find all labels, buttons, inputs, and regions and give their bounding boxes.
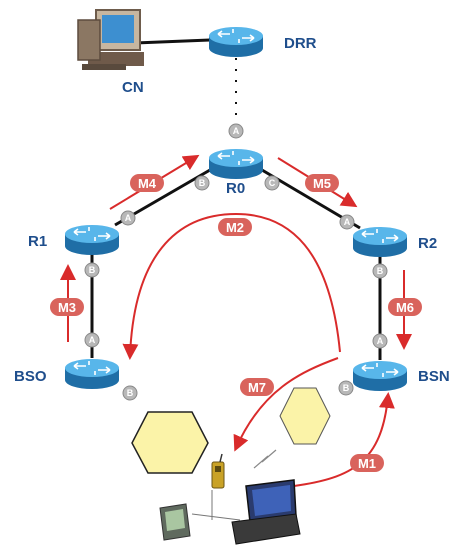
iface-r0-right: C bbox=[264, 175, 280, 191]
label-r2: R2 bbox=[418, 235, 437, 252]
message-pill-m3: M3 bbox=[50, 298, 84, 316]
svg-text:C: C bbox=[269, 178, 276, 188]
router-r1 bbox=[64, 224, 120, 256]
mobile-phone-icon bbox=[211, 453, 225, 489]
message-pill-m4: M4 bbox=[130, 174, 164, 192]
router-drr bbox=[208, 26, 264, 58]
iface-bsn-left: B bbox=[338, 380, 354, 396]
svg-text:M4: M4 bbox=[138, 176, 157, 191]
cell-bsn-hexagon bbox=[279, 387, 331, 445]
svg-text:M2: M2 bbox=[226, 220, 244, 235]
label-bsn: BSN bbox=[418, 368, 450, 385]
iface-bso-bottom: B bbox=[122, 385, 138, 401]
svg-text:B: B bbox=[343, 383, 350, 393]
message-pill-m5: M5 bbox=[305, 174, 339, 192]
iface-r0-left: B bbox=[194, 175, 210, 191]
svg-text:M5: M5 bbox=[313, 176, 331, 191]
router-r2 bbox=[352, 226, 408, 258]
iface-r1-bottom: B bbox=[84, 262, 100, 278]
iface-bsn-top: A bbox=[372, 333, 388, 349]
message-pill-m2: M2 bbox=[218, 218, 252, 236]
pda-icon bbox=[159, 503, 191, 541]
iface-r0-top: A bbox=[228, 123, 244, 139]
svg-text:A: A bbox=[89, 335, 96, 345]
svg-text:B: B bbox=[377, 266, 384, 276]
iface-r2-bottom: B bbox=[372, 263, 388, 279]
svg-text:A: A bbox=[344, 217, 351, 227]
svg-text:M1: M1 bbox=[358, 456, 376, 471]
flow-m2 bbox=[122, 212, 341, 360]
svg-text:A: A bbox=[233, 126, 240, 136]
cell-bso-hexagon bbox=[131, 411, 209, 474]
svg-text:M7: M7 bbox=[248, 380, 266, 395]
message-pill-m7: M7 bbox=[240, 378, 274, 396]
device-connector-2 bbox=[191, 513, 241, 521]
label-bso: BSO bbox=[14, 368, 47, 385]
label-cn: CN bbox=[122, 79, 144, 96]
laptop-icon bbox=[231, 479, 301, 545]
svg-text:B: B bbox=[199, 178, 206, 188]
label-r0: R0 bbox=[226, 180, 245, 197]
svg-text:A: A bbox=[377, 336, 384, 346]
message-pill-m6: M6 bbox=[388, 298, 422, 316]
message-pill-m1: M1 bbox=[350, 454, 384, 472]
svg-text:B: B bbox=[89, 265, 96, 275]
svg-text:A: A bbox=[125, 213, 132, 223]
router-r0 bbox=[208, 148, 264, 180]
wireless-signal-icon bbox=[253, 449, 277, 469]
iface-bso-top: A bbox=[84, 332, 100, 348]
iface-r2-left: A bbox=[339, 214, 355, 230]
label-drr: DRR bbox=[284, 35, 317, 52]
iface-r1-right: A bbox=[120, 210, 136, 226]
label-r1: R1 bbox=[28, 233, 47, 250]
svg-text:M3: M3 bbox=[58, 300, 76, 315]
link-cn-drr bbox=[134, 38, 211, 45]
router-bso bbox=[64, 358, 120, 390]
svg-text:B: B bbox=[127, 388, 134, 398]
computer-icon bbox=[77, 9, 144, 70]
router-bsn bbox=[352, 360, 408, 392]
flow-m7 bbox=[233, 357, 339, 452]
svg-text:M6: M6 bbox=[396, 300, 414, 315]
